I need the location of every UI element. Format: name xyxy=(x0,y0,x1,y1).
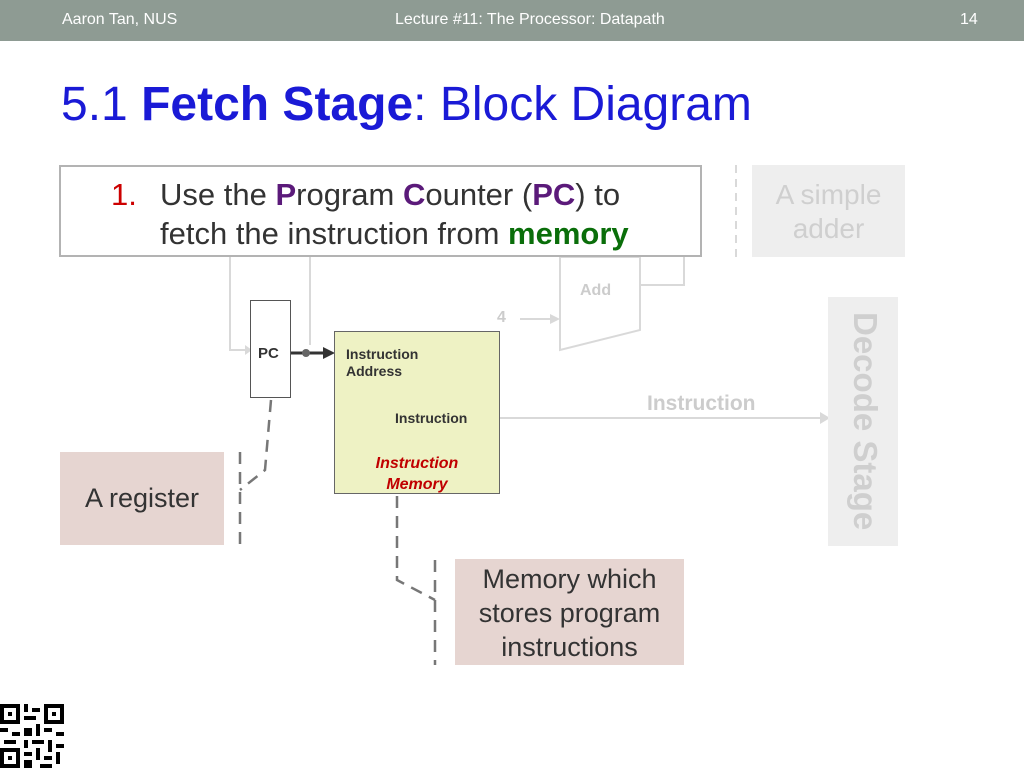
text-memory: memory xyxy=(508,216,629,251)
instruction-wire-label: Instruction xyxy=(647,392,756,415)
text-fetch: fetch the instruction from xyxy=(160,216,509,251)
text-c: C xyxy=(402,177,426,212)
callout-register: A register xyxy=(60,452,224,545)
memory-callout-line-3: instructions xyxy=(501,632,638,662)
decode-stage-label: Decode Stage xyxy=(847,312,884,531)
slide-title: 5.1 Fetch Stage: Block Diagram xyxy=(61,77,752,132)
qr-code-icon xyxy=(0,704,64,768)
text-ounter: ounter ( xyxy=(425,177,533,212)
wire-pc-input-arrow xyxy=(245,345,252,355)
header-author: Aaron Tan, NUS xyxy=(62,11,178,28)
text-to: ) to xyxy=(575,177,621,212)
instruction-memory-box xyxy=(334,331,500,494)
text-use-the: Use the xyxy=(160,177,276,212)
title-number: 5.1 xyxy=(61,78,128,131)
imem-name-line-1: Instruction xyxy=(375,455,459,472)
imem-name-line-2: Memory xyxy=(386,476,448,493)
decode-stage-box xyxy=(828,297,898,546)
text-p: P xyxy=(275,177,297,212)
adder-shape xyxy=(559,256,641,352)
title-bold: Fetch Stage xyxy=(141,78,414,131)
adder-callout-line-1: A simple xyxy=(775,179,882,210)
callout-line-2: fetch the instruction from memory xyxy=(160,216,629,252)
memory-callout-line-1: Memory which xyxy=(482,564,657,594)
callout-memory: Memory which stores program instructions xyxy=(455,559,684,665)
wire-instruction-arrow xyxy=(820,412,830,424)
adder-callout-line-2: adder xyxy=(792,213,865,244)
callout-simple-adder: A simple adder xyxy=(752,165,905,257)
wire-junction xyxy=(302,349,310,357)
title-rest: : Block Diagram xyxy=(413,78,752,131)
memory-callout-line-2: stores program xyxy=(478,598,661,628)
dash-register-pointer xyxy=(239,399,273,491)
imem-instruction-port: Instruction xyxy=(395,410,468,426)
wire-four-arrow xyxy=(550,314,560,324)
imem-address-line-2: Address xyxy=(346,363,403,379)
header-bar: Aaron Tan, NUS Lecture #11: The Processo… xyxy=(0,0,1024,41)
imem-address-line-1: Instruction xyxy=(346,346,419,362)
pc-label: PC xyxy=(258,345,279,362)
pc-register-box xyxy=(250,300,291,398)
step-number: 1. xyxy=(111,177,137,212)
imem-name: Instruction Memory xyxy=(334,453,500,495)
page-number: 14 xyxy=(960,11,978,28)
text-pc: PC xyxy=(532,177,576,212)
text-rogram: rogram xyxy=(296,177,403,212)
callout-fetch-step: 1. Use the Program Counter (PC) to fetch… xyxy=(59,165,702,257)
callout-line-1: Use the Program Counter (PC) to xyxy=(160,177,620,213)
dash-memory-pointer xyxy=(395,496,436,602)
adder-label: Add xyxy=(580,282,612,299)
wire-pc-input xyxy=(229,257,250,351)
header-lecture-title: Lecture #11: The Processor: Datapath xyxy=(395,11,665,28)
imem-address-port: Instruction Address xyxy=(346,346,418,380)
wire-adder-output xyxy=(640,257,685,286)
wire-pc-to-imem-arrow xyxy=(323,347,335,359)
constant-four-label: 4 xyxy=(497,309,506,326)
